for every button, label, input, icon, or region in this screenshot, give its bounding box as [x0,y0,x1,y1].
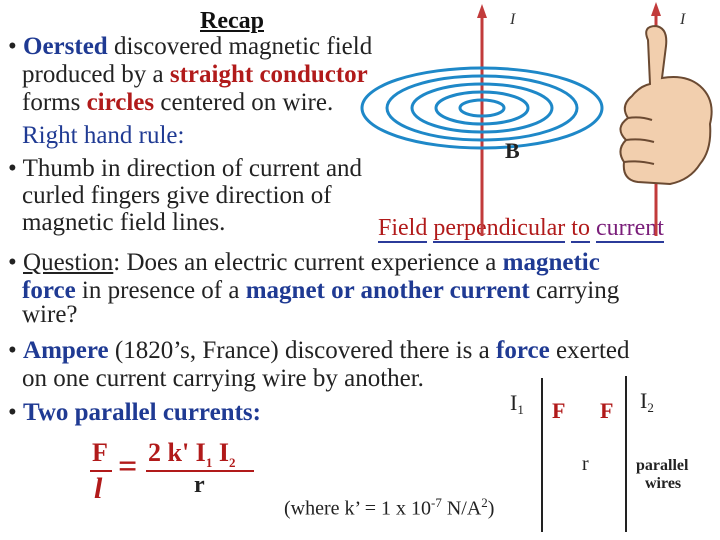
formula-equals: = [118,448,138,485]
perpendicular-word: perpendicular [433,215,566,243]
wire-arrow-icon [477,4,487,18]
bullet-ampere: • Ampere (1820’s, France) discovered the… [8,336,630,366]
hand-current-label: I [679,11,686,28]
rhr-colon: : [177,122,185,149]
sub-1: 1 [205,455,213,471]
hand-wire-arrow-icon [651,2,661,16]
circles-text: circles [86,89,155,116]
bullet-thumb: • Thumb in direction of current and [8,154,362,184]
field-word: Field [378,215,428,243]
force-formula: F l = 2 k' I1 I2 r [86,438,256,512]
bullet-parallel: • Two parallel currents: [8,398,261,428]
slide-title: Recap [200,8,264,34]
numerator-I2: I [212,438,229,467]
formula-numerator: 2 k' I1 I2 [148,438,235,471]
right-hand-icon [619,24,713,186]
I1-label: I1 [510,390,524,417]
ampere-name: Ampere [23,337,109,364]
question-line3: wire? [22,301,78,328]
bullet-oersted: • Oersted discovered magnetic field [8,32,372,62]
force-left-label: F [552,398,565,423]
note-sup: 2 [481,495,488,510]
formula-F: F [92,438,108,467]
oersted-line3: forms circles centered on wire. [22,88,333,118]
note-mid: N/A [441,497,482,520]
bullet-marker: • [8,399,17,426]
thumb-line1: Thumb in direction of current and [22,155,363,182]
wires-label: wires [645,475,681,492]
bullet-question: • Question: Does an electric current exp… [8,248,600,278]
formula-denominator: r [194,472,205,498]
note-exp: -7 [430,495,442,510]
force-word: force [22,277,76,304]
parallel-label: parallel [636,457,689,474]
right-hand-rule: Right hand rule: [22,121,184,151]
thumb-line3: magnetic field lines. [22,209,226,236]
bullet-marker: • [8,249,17,276]
oersted-line3-pre: forms [22,89,81,116]
oersted-line3-post: centered on wire. [160,89,334,116]
thumb-line2: curled fingers give direction of [22,182,332,209]
oersted-name: Oersted [23,33,108,60]
question-line2: force in presence of a magnet or another… [22,276,619,306]
B-field-label: B [505,138,520,163]
k-prime-note: (where k’ = 1 x 10-7 N/A2) [284,488,494,524]
force-word-2: force [496,337,550,364]
field-diagram: I B I [360,2,713,236]
rhr-label: Right hand rule [22,122,178,149]
wire-current-label: I [509,11,516,28]
parallel-currents-text: Two parallel currents: [23,399,261,426]
question-line2-end: carrying [535,277,620,304]
oersted-line2: produced by a straight conductor [22,60,368,90]
to-word: to [571,215,590,243]
formula-left-bar [90,470,112,472]
force-right-label: F [600,398,613,423]
magnet-or-current: magnet or another current [245,277,530,304]
question-text: : Does an electric current experience a [113,249,497,276]
question-line2-text: in presence of a [81,277,240,304]
formula-right-bar [146,470,254,472]
straight-conductor-text: straight conductor [169,61,368,88]
separation-r-label: r [582,453,589,475]
oersted-line2-text: produced by a [22,61,164,88]
sub-2: 2 [228,455,236,471]
ampere-line2: on one current carrying wire by another. [22,365,424,392]
field-perpendicular-note: Field perpendicular to current [378,213,664,243]
current-word: current [595,215,664,243]
bullet-marker: • [8,33,17,60]
note-pre: (where k’ = 1 x 10 [284,497,431,520]
formula-l: l [94,472,103,505]
parallel-wires-diagram: I1 I2 F F r parallel wires [510,376,689,532]
I2-label: I2 [640,388,654,415]
field-rings [360,66,604,150]
bullet-marker: • [8,155,17,182]
bullet-marker: • [8,337,17,364]
note-post: ) [487,497,495,520]
oersted-text: discovered magnetic field [113,33,373,60]
numerator-text: 2 k' I [148,438,206,467]
magnetic-word: magnetic [502,249,600,276]
ampere-text: (1820’s, France) discovered there is a [114,337,490,364]
question-label: Question [23,249,114,276]
ampere-text-end: exerted [555,337,630,364]
